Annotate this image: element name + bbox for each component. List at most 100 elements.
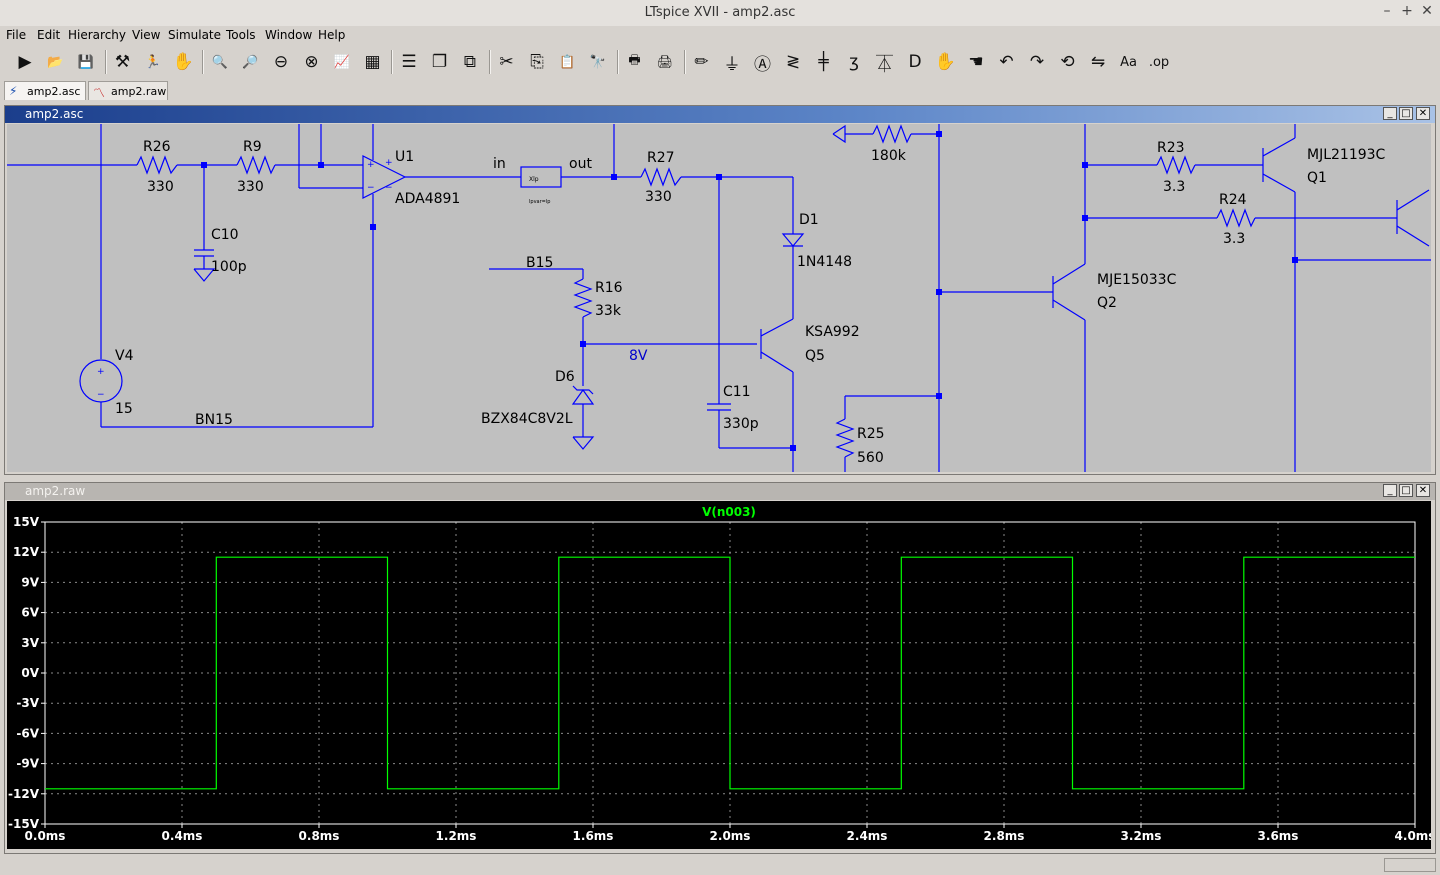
trace-label[interactable]: V(n003) [702,505,756,519]
menu-view[interactable]: View [132,28,161,42]
r26-value: 330 [147,179,174,195]
menu-file[interactable]: File [6,28,27,42]
zoom-fit-icon[interactable]: ⊗ [304,52,319,72]
undo-icon[interactable]: ↶ [999,52,1014,72]
move-icon[interactable]: ✋ [934,52,957,72]
menu-edit[interactable]: Edit [37,28,61,42]
x-tick-label: 4.0ms [1395,829,1431,843]
zoom-area-icon[interactable]: 🔎 [242,54,259,70]
draw-wire-icon[interactable]: ✏ [694,52,709,72]
toolbar-separator [104,50,107,74]
r24-name: R24 [1219,192,1247,208]
close-window-button[interactable]: ✕ [1416,484,1430,497]
minimize-window-button[interactable]: _ [1383,107,1397,120]
restore-window-button[interactable]: □ [1399,484,1413,497]
menu-help[interactable]: Help [318,28,346,42]
y-tick-label: 0V [21,666,39,680]
minimize-button[interactable]: – [1383,3,1391,19]
q2-name: Q2 [1097,295,1117,311]
menu-tools[interactable]: Tools [226,28,256,42]
title-bar: LTspice XVII - amp2.asc – + ✕ [0,0,1440,27]
r9-name: R9 [243,139,262,155]
text-icon[interactable]: Aa [1120,54,1137,70]
drag-icon[interactable]: ☚ [968,52,984,72]
net-b15: B15 [526,255,553,271]
close-button[interactable]: ✕ [1421,3,1433,19]
find-icon[interactable]: 🔭 [589,54,607,70]
y-tick-label: 15V [13,515,40,529]
open-icon[interactable]: 📂 [47,54,64,70]
zoom-out-icon[interactable]: ⊖ [273,52,289,72]
menu-window[interactable]: Window [265,28,313,42]
save-icon[interactable]: 💾 [77,54,95,70]
r25-name: R25 [857,426,885,442]
print-icon[interactable]: 🖨 [656,54,674,70]
tab-label: amp2.asc [27,85,81,98]
cascade-icon[interactable]: ❐ [431,52,448,72]
maximize-button[interactable]: + [1401,3,1413,19]
toolbar-separator [488,50,491,74]
grid-icon[interactable]: ▦ [364,52,381,72]
net-8v: 8V [629,348,648,364]
cut-icon[interactable]: ✂ [499,52,514,72]
x-tick-label: 1.6ms [573,829,614,843]
run-icon[interactable]: ▶ [18,52,32,72]
redo-icon[interactable]: ↷ [1029,52,1045,72]
ground-icon[interactable]: ⏚ [723,54,741,75]
r16-name: R16 [595,280,623,296]
close-window-button[interactable]: ✕ [1416,107,1430,120]
svg-text:−: − [385,183,393,193]
schematic-canvas[interactable]: +− +− +− R26 330 R9 330 C10 100p U1 ADA4… [7,124,1431,472]
resistor-icon[interactable]: ≷ [785,52,801,72]
toolbar: ▶ 📂 💾 ⚒ 🏃 ✋ 🔍 🔎 ⊖ ⊗ 📈 ▦ ☰ ❐ ⧉ ✂ ⎘ 📋 🔭 🖶 🖨 ✏ ⏚ Ⓐ ≷ ╪ ʒ ⏄ D ✋ ☚ ↶ ↷ ⟲ ⇋ Aa .op [0,46,1440,80]
waveform-icon: 〽 [93,86,106,100]
menu-simulate[interactable]: Simulate [168,28,222,42]
paste-icon[interactable]: 📋 [559,54,576,70]
copy-icon[interactable]: ⎘ [530,52,544,72]
x-tick-label: 0.4ms [162,829,203,843]
schematic-icon: ⚡ [9,84,18,98]
control-panel-icon[interactable]: ⚒ [114,52,131,72]
y-tick-label: 6V [21,606,39,620]
autorange-icon[interactable]: 📈 [333,54,351,70]
q5-name: Q5 [805,348,825,364]
tab-amp2-asc[interactable]: ⚡ amp2.asc [4,81,86,100]
rotate-icon[interactable]: ⟲ [1060,52,1075,72]
v4-value: 15 [115,401,133,417]
y-tick-label: 9V [21,575,39,589]
minimize-window-button[interactable]: _ [1383,484,1397,497]
component-icon[interactable]: D [908,52,922,72]
y-tick-label: 12V [13,545,40,559]
inductor-icon[interactable]: ʒ [849,52,859,72]
q1-value: MJL21193C [1307,147,1386,163]
svg-text:+: + [97,367,105,377]
y-tick-label: -12V [8,787,40,801]
print-setup-icon[interactable]: 🖶 [628,53,641,68]
r24-value: 3.3 [1223,231,1245,247]
status-box [1384,858,1436,872]
y-tick-label: -15V [8,817,40,831]
zoom-in-icon[interactable]: 🔍 [211,54,229,70]
svg-text:+: + [385,158,393,168]
spice-directive-icon[interactable]: .op [1148,54,1170,70]
capacitor-icon[interactable]: ╪ [818,52,829,72]
toolbar-separator [683,50,686,74]
svg-text:−: − [97,390,105,400]
pan-icon[interactable]: ✋ [172,52,195,72]
waveform-window-title: amp2.raw [25,484,86,498]
c11-value: 330p [723,416,759,432]
r27-value: 330 [645,189,672,205]
diode-icon[interactable]: ⏄ [876,54,893,75]
halt-icon[interactable]: 🏃 [144,54,162,70]
label-net-icon[interactable]: Ⓐ [754,54,771,75]
schematic-window: amp2.asc _ □ ✕ [4,105,1436,475]
menu-hierarchy[interactable]: Hierarchy [68,28,127,42]
tile-horizontal-icon[interactable]: ☰ [401,52,417,72]
tile-vertical-icon[interactable]: ⧉ [463,52,477,72]
restore-window-button[interactable]: □ [1399,107,1413,120]
mirror-icon[interactable]: ⇋ [1090,52,1106,72]
x-tick-label: 3.6ms [1258,829,1299,843]
r180k-value: 180k [871,148,907,164]
tab-amp2-raw[interactable]: 〽 amp2.raw [88,81,168,100]
